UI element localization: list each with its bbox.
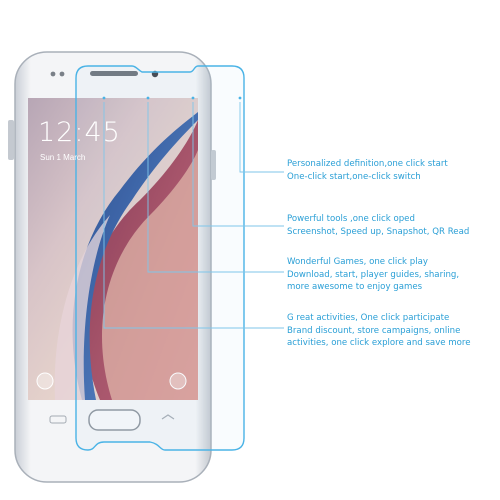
feature-detail: Screenshot, Speed up, Snapshot, QR Read — [287, 226, 470, 237]
feature-detail: Download, start, player guides, sharing, — [287, 269, 460, 280]
feature-title: G reat activities, One click participate — [287, 313, 450, 323]
feature-title: Powerful tools ,one click oped — [287, 214, 415, 224]
feature-title: Wonderful Games, one click play — [287, 257, 428, 267]
screen-protector-film-outline — [75, 65, 245, 451]
lockscreen-date: Sun 1 March — [40, 153, 86, 162]
feature-detail: One-click start,one-click switch — [287, 171, 421, 182]
leader-lines — [103, 102, 284, 329]
feature-detail: Brand discount, store campaigns, online — [287, 325, 461, 336]
feature-activities: G reat activities, One click participate… — [287, 312, 471, 350]
wallpaper-wave — [54, 112, 198, 400]
feature-games: Wonderful Games, one click play Download… — [287, 256, 459, 294]
earpiece-icon — [90, 71, 138, 76]
feature-detail-2: more awesome to enjoy games — [287, 282, 423, 292]
lockscreen-time: 12:45 — [38, 117, 121, 148]
feature-personalized: Personalized definition,one click start … — [287, 158, 448, 183]
feature-title: Personalized definition,one click start — [287, 159, 448, 169]
feature-tools: Powerful tools ,one click oped Screensho… — [287, 213, 469, 238]
feature-detail-2: activities, one click explore and save m… — [287, 338, 471, 348]
home-button — [88, 409, 141, 431]
